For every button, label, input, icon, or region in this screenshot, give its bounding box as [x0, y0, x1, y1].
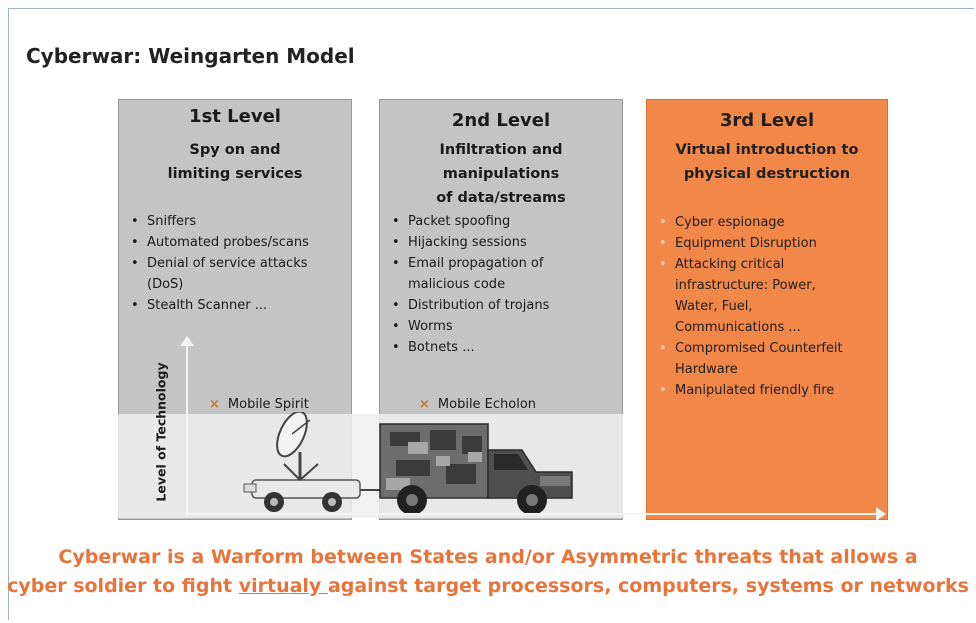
camouflage-truck-icon — [379, 423, 573, 515]
list-item: Sniffers — [123, 211, 345, 232]
list-item: Distribution of trojans — [384, 295, 616, 316]
slide-title: Cyberwar: Weingarten Model — [26, 44, 355, 68]
list-item: Automated probes/scans — [123, 232, 345, 253]
level-1-subtitle-line: Spy on and — [189, 142, 281, 158]
level-2-list: Packet spoofing Hijacking sessions Email… — [384, 211, 616, 358]
level-3-panel: 3rd Level Virtual introduction to physic… — [646, 99, 888, 520]
level-2-subtitle-line: manipulations — [442, 166, 560, 182]
marker-mobile-spirit: × Mobile Spirit — [209, 397, 309, 412]
list-item: Cyber espionage — [651, 212, 881, 233]
level-3-heading: 3rd Level — [719, 110, 815, 131]
marker-x-icon: × — [419, 397, 430, 412]
footer-line-2-end: against target processors, computers, sy… — [327, 575, 969, 597]
list-item: Manipulated friendly fire — [651, 380, 881, 401]
level-3-subtitle-line: Virtual introduction to — [675, 142, 859, 158]
axis-label: Level of Technology — [153, 362, 169, 502]
level-1-heading: 1st Level — [189, 106, 281, 127]
list-item: Equipment Disruption — [651, 233, 881, 254]
list-item: Email propagation of malicious code — [384, 253, 568, 295]
level-2-subtitle-line: of data/streams — [436, 190, 566, 206]
military-vehicle-illustration — [243, 412, 573, 515]
list-item: Botnets ... — [384, 337, 616, 358]
list-item: Denial of service attacks (DoS) — [123, 253, 315, 295]
footer-line-1: Cyberwar is a Warform between States and… — [58, 546, 918, 568]
level-1-list: Sniffers Automated probes/scans Denial o… — [123, 211, 345, 316]
satellite-trailer-icon — [243, 412, 382, 512]
level-3-list: Cyber espionage Equipment Disruption Att… — [651, 212, 881, 401]
marker-x-icon: × — [209, 397, 220, 412]
slide-frame — [8, 8, 974, 620]
level-3-subtitle-line: physical destruction — [683, 166, 851, 182]
marker-mobile-echolon: × Mobile Echolon — [419, 397, 536, 412]
horizontal-axis-arrow — [186, 507, 886, 521]
list-item: Packet spoofing — [384, 211, 616, 232]
list-item: Attacking critical infrastructure: Power… — [651, 254, 827, 338]
marker-label: Mobile Echolon — [437, 397, 537, 412]
list-item: Hijacking sessions — [384, 232, 616, 253]
vertical-axis-arrow — [180, 336, 194, 516]
list-item: Worms — [384, 316, 616, 337]
footer-line-2-start: cyber soldier to fight — [7, 575, 239, 597]
level-2-subtitle-line: Infiltration and — [439, 142, 563, 158]
footer-line-2: cyber soldier to fight virtualy against … — [0, 575, 976, 597]
marker-label: Mobile Spirit — [227, 397, 309, 412]
list-item: Compromised Counterfeit Hardware — [651, 338, 855, 380]
footer-underlined-word: virtualy — [238, 575, 328, 597]
list-item: Stealth Scanner ... — [123, 295, 345, 316]
level-2-heading: 2nd Level — [451, 110, 551, 131]
level-1-subtitle-line: limiting services — [167, 166, 303, 182]
